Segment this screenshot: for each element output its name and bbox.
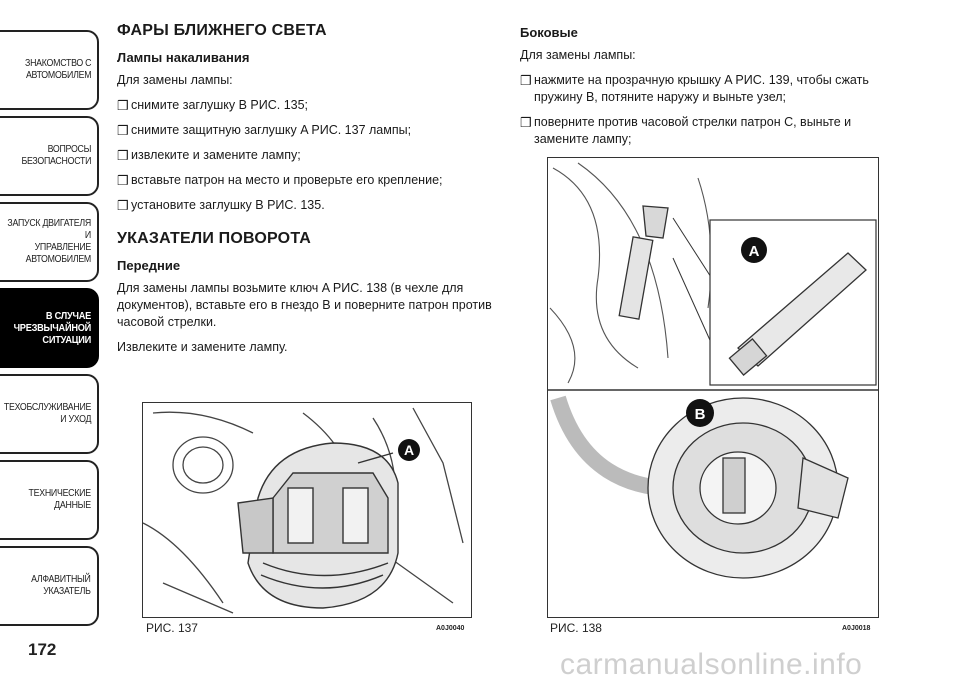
callout-b-label: B bbox=[695, 406, 706, 423]
tab-safety[interactable]: ВОПРОСЫ БЕЗОПАСНОСТИ bbox=[0, 116, 99, 196]
figure-137-illustration: A bbox=[142, 402, 472, 618]
figure-138-code: A0J0018 bbox=[842, 625, 871, 632]
subtitle-front: Передние bbox=[117, 258, 181, 273]
list-item: ❒снимите заглушку B РИС. 135; bbox=[117, 98, 309, 113]
checkbox-icon: ❒ bbox=[117, 123, 129, 138]
list-item: ❒поверните против часовой стрелки патрон… bbox=[520, 115, 852, 146]
figure-138-illustration: A B bbox=[547, 157, 879, 618]
callout-b-marker bbox=[686, 399, 714, 427]
checkbox-icon: ❒ bbox=[117, 98, 129, 113]
tab-intro[interactable]: ЗНАКОМСТВО С АВТОМОБИЛЕМ bbox=[0, 30, 99, 110]
paragraph-replace-bulb: Извлеките и замените лампу. bbox=[117, 340, 288, 354]
list-item: ❒установите заглушку B РИС. 135. bbox=[117, 198, 325, 213]
watermark: carmanualsonline.info bbox=[560, 648, 863, 681]
tab-maintenance[interactable]: ТЕХОБСЛУЖИВАНИЕ И УХОД bbox=[0, 374, 99, 454]
checkbox-icon: ❒ bbox=[117, 148, 129, 163]
figure-138-caption: РИС. 138 bbox=[550, 621, 602, 635]
section-title-low-beam: ФАРЫ БЛИЖНЕГО СВЕТА bbox=[117, 22, 327, 39]
subtitle-bulbs: Лампы накаливания bbox=[117, 50, 250, 65]
checkbox-icon: ❒ bbox=[520, 115, 532, 130]
right-column: Боковые Для замены лампы: ❒нажмите на пр… bbox=[520, 22, 900, 156]
page-number: 172 bbox=[28, 640, 57, 659]
intro-text-side: Для замены лампы: bbox=[520, 48, 636, 62]
figure-137-code: A0J0040 bbox=[436, 625, 465, 632]
tab-index[interactable]: АЛФАВИТНЫЙ УКАЗАТЕЛЬ bbox=[0, 546, 99, 626]
tab-start-driving[interactable]: ЗАПУСК ДВИГАТЕЛЯ И УПРАВЛЕНИЕ АВТОМОБИЛЕ… bbox=[0, 202, 99, 282]
checkbox-icon: ❒ bbox=[117, 173, 129, 188]
list-item: ❒извлеките и замените лампу; bbox=[117, 148, 301, 163]
list-item: ❒нажмите на прозрачную крышку A РИС. 139… bbox=[520, 73, 869, 104]
tab-emergency[interactable]: В СЛУЧАЕ ЧРЕЗВЫЧАЙНОЙ СИТУАЦИИ bbox=[0, 288, 99, 368]
turn-signal-key-drawing: A B bbox=[548, 162, 878, 579]
intro-text: Для замены лампы: bbox=[117, 73, 233, 87]
figure-137-caption: РИС. 137 bbox=[146, 621, 198, 635]
checkbox-icon: ❒ bbox=[117, 198, 129, 213]
list-item: ❒снимите защитную заглушку A РИС. 137 ла… bbox=[117, 123, 412, 138]
chapter-sidebar: ЗНАКОМСТВО С АВТОМОБИЛЕМ ВОПРОСЫ БЕЗОПАС… bbox=[0, 0, 100, 686]
subtitle-side: Боковые bbox=[520, 25, 578, 40]
paragraph-key-instructions: Для замены лампы возьмите ключ A РИС. 13… bbox=[117, 281, 492, 329]
callout-a-marker-138 bbox=[741, 237, 767, 263]
callout-a-label-138: A bbox=[749, 243, 760, 260]
list-item: ❒вставьте патрон на место и проверьте ег… bbox=[117, 173, 443, 188]
callout-a-marker bbox=[398, 439, 420, 461]
callout-a-label: A bbox=[404, 442, 414, 458]
left-column: ФАРЫ БЛИЖНЕГО СВЕТА Лампы накаливания Дл… bbox=[117, 22, 495, 364]
tab-technical-data[interactable]: ТЕХНИЧЕСКИЕ ДАННЫЕ bbox=[0, 460, 99, 540]
checkbox-icon: ❒ bbox=[520, 73, 532, 88]
section-title-turn-signals: УКАЗАТЕЛИ ПОВОРОТА bbox=[117, 230, 312, 247]
headlamp-cap-drawing: A bbox=[142, 407, 464, 614]
